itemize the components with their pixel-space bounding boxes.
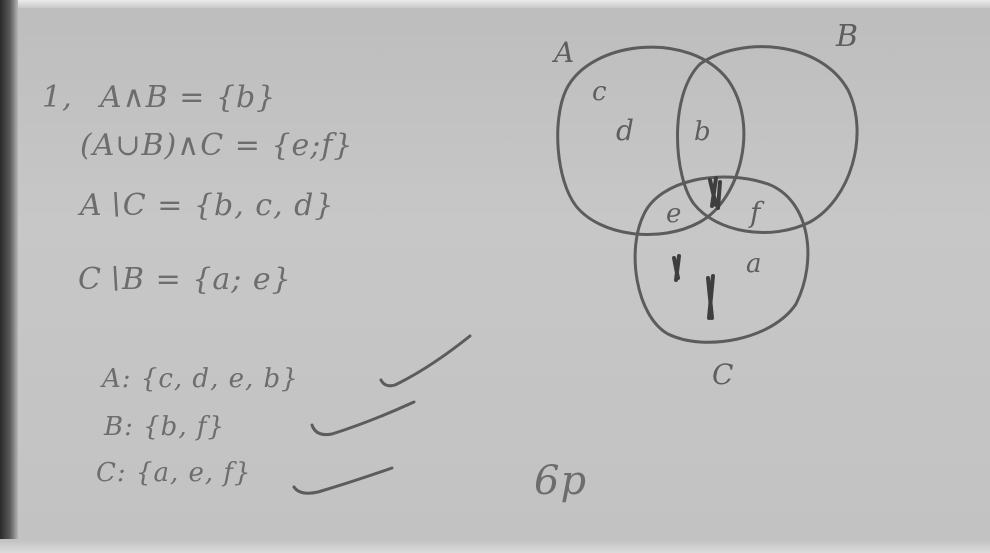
venn-circle-c [633, 175, 810, 344]
equation-line-3: A∖C = {b, c, d} [80, 188, 335, 223]
venn-region-c: c [592, 77, 607, 107]
problem-number: 1, [42, 80, 73, 115]
equation-line-2: (A∪B)∧C = {e;f} [80, 128, 354, 163]
c-region-scribble-2 [706, 274, 715, 320]
checkmark-2 [310, 400, 416, 437]
answer-line-b: B: {b, f} [104, 412, 226, 442]
score: 6p [534, 458, 588, 504]
venn-circle-b [676, 45, 859, 234]
venn-label-b: B [835, 19, 858, 54]
paper-top-edge [0, 0, 990, 8]
equation-line-1: A∧B = {b} [100, 80, 277, 115]
answer-line-a: A: {c, d, e, b} [102, 364, 299, 394]
paper-bottom-edge [0, 539, 990, 553]
venn-region-a: a [746, 249, 762, 279]
c-region-scribble-1 [672, 254, 681, 282]
venn-region-e: e [666, 199, 681, 229]
checkmark-1 [379, 334, 472, 388]
venn-region-f: f [748, 196, 765, 229]
venn-region-b: b [694, 117, 711, 147]
venn-label-a: A [551, 36, 574, 69]
checkmark-3 [292, 466, 394, 495]
venn-label-c: C [712, 358, 733, 391]
answer-line-c: C: {a, e, f} [96, 458, 252, 488]
equation-line-4: C∖B = {a; e} [78, 262, 292, 297]
center-scribble [708, 176, 722, 210]
paper-left-shadow [0, 0, 18, 553]
venn-region-d: d [616, 114, 634, 147]
